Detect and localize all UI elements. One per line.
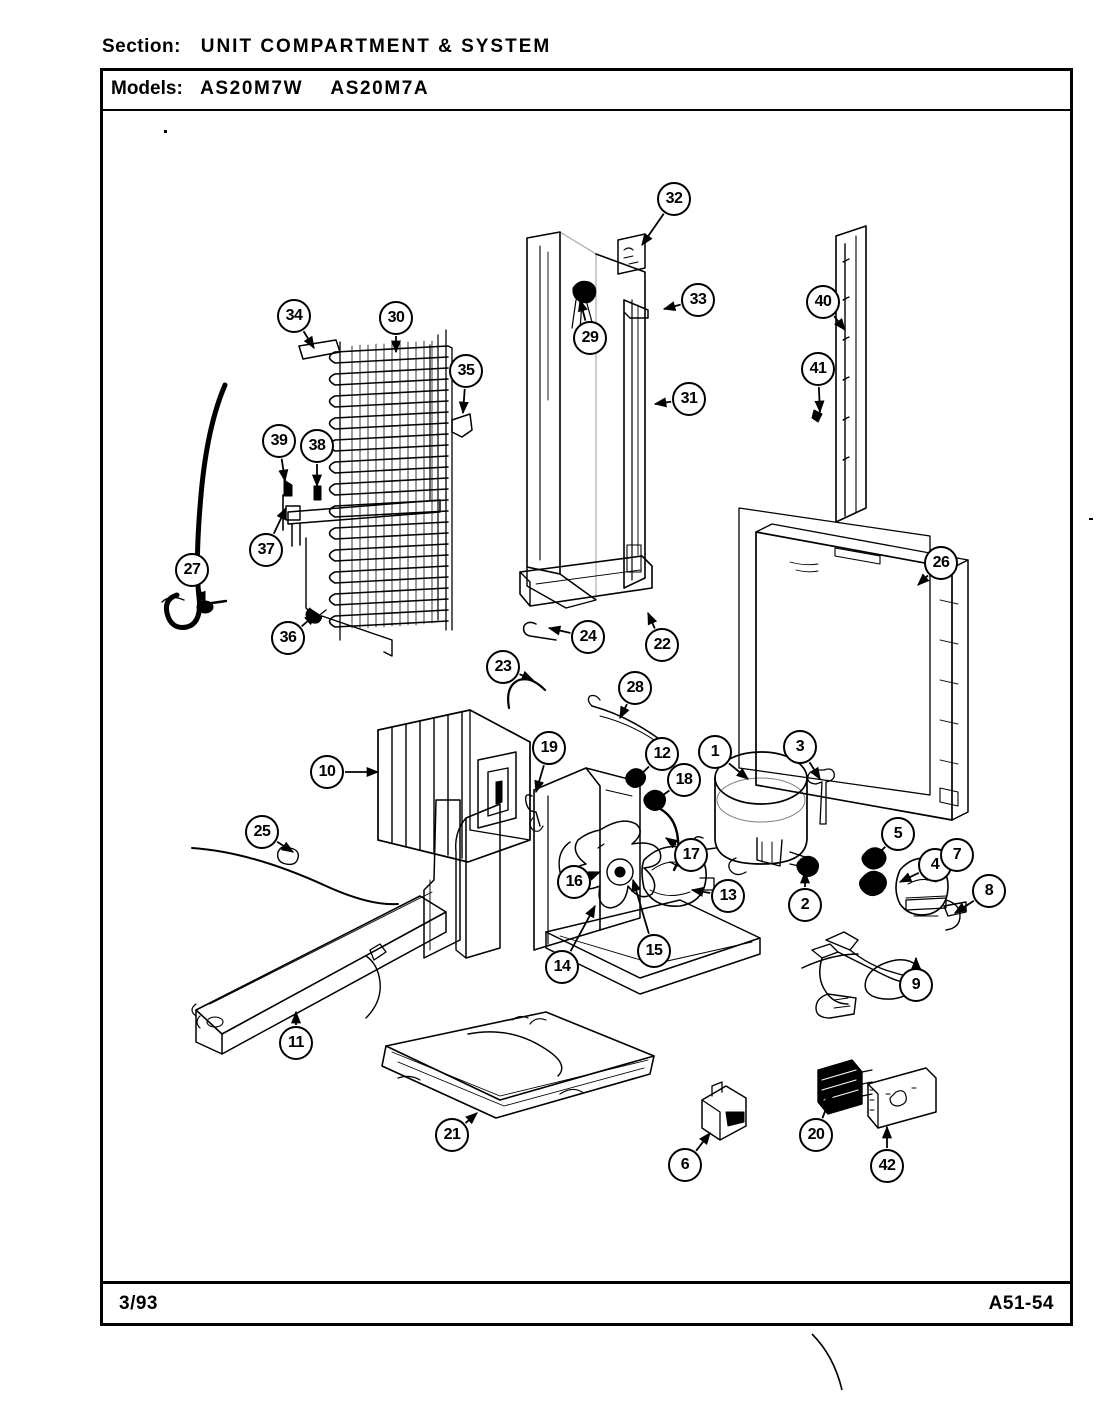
callout-38-coil-retainer-pin[interactable]: 38 [300, 429, 334, 463]
model-number-2: AS20M7A [330, 78, 430, 99]
callout-24-drain-fitting-screw[interactable]: 24 [571, 620, 605, 654]
callout-8-terminal-cover-clip[interactable]: 8 [972, 874, 1006, 908]
callout-41-trim-strip-fastener[interactable]: 41 [801, 352, 835, 386]
callout-40-side-trim-strip[interactable]: 40 [806, 285, 840, 319]
footer-date-code: 3/93 [119, 1293, 158, 1314]
callout-6-defrost-timer-switch[interactable]: 6 [668, 1148, 702, 1182]
callout-5-relay-grommet-upper[interactable]: 5 [881, 817, 915, 851]
section-label: Section: [102, 36, 181, 57]
footer-bar: 3/93 A51-54 [103, 1281, 1070, 1323]
callout-20-capacitor[interactable]: 20 [799, 1118, 833, 1152]
callout-42-cover-plate[interactable]: 42 [870, 1149, 904, 1183]
callout-22-rear-support-bracket[interactable]: 22 [645, 628, 679, 662]
scan-artifact-right [1089, 518, 1093, 520]
callout-15-motor-mount-bracket[interactable]: 15 [637, 934, 671, 968]
models-label: Models: [111, 78, 183, 99]
callout-7-relay-overload-cover[interactable]: 7 [940, 838, 974, 872]
callout-19-drain-tube-clip[interactable]: 19 [532, 731, 566, 765]
callout-36-coil-bracket-lower[interactable]: 36 [271, 621, 305, 655]
callout-27-condenser-drain-tube[interactable]: 27 [175, 553, 209, 587]
callout-12-mounting-grommet-upper[interactable]: 12 [645, 737, 679, 771]
callout-21-drain-pan[interactable]: 21 [435, 1118, 469, 1152]
callout-30-condenser-coil[interactable]: 30 [379, 301, 413, 335]
callout-2-compressor-grommet[interactable]: 2 [788, 888, 822, 922]
callout-17-discharge-tube[interactable]: 17 [674, 838, 708, 872]
callout-9-wiring-harness[interactable]: 9 [899, 968, 933, 1002]
callout-14-fan-blade[interactable]: 14 [545, 950, 579, 984]
callout-10-evaporator-coil[interactable]: 10 [310, 755, 344, 789]
callout-16-fan-shroud[interactable]: 16 [557, 865, 591, 899]
callout-34-coil-clip-upper[interactable]: 34 [277, 299, 311, 333]
callout-33-panel-mounting-tab[interactable]: 33 [681, 283, 715, 317]
footer-page-code: A51-54 [988, 1293, 1054, 1314]
callout-13-fan-motor[interactable]: 13 [711, 879, 745, 913]
callout-3-compressor-stud-bolt[interactable]: 3 [783, 730, 817, 764]
callout-28-suction-line[interactable]: 28 [618, 671, 652, 705]
diagram-frame: Models: AS20M7W AS20M7A 3/93 A51-54 [100, 68, 1073, 1326]
callout-32-terminal-block-plate[interactable]: 32 [657, 182, 691, 216]
callout-26-rear-access-panel[interactable]: 26 [924, 546, 958, 580]
callout-1-compressor[interactable]: 1 [698, 735, 732, 769]
callout-35-coil-clip-right[interactable]: 35 [449, 354, 483, 388]
section-header: Section: UNIT COMPARTMENT & SYSTEM [102, 36, 551, 58]
callout-11-front-base-rail[interactable]: 11 [279, 1026, 313, 1060]
callout-25-tube-clamp[interactable]: 25 [245, 815, 279, 849]
scan-artifact-left [164, 130, 167, 133]
callout-39-coil-retainer-clip[interactable]: 39 [262, 424, 296, 458]
callout-37-coil-support-bracket[interactable]: 37 [249, 533, 283, 567]
models-text: Models: AS20M7W AS20M7A [111, 78, 429, 100]
model-number-1: AS20M7W [200, 78, 304, 99]
models-bar: Models: AS20M7W AS20M7A [103, 71, 1070, 111]
callout-29-wire-connector-clip[interactable]: 29 [573, 321, 607, 355]
section-title: UNIT COMPARTMENT & SYSTEM [200, 36, 552, 57]
scan-artifact-curve [811, 1333, 843, 1391]
callout-18-mounting-grommet-lower[interactable]: 18 [667, 763, 701, 797]
callout-23-drain-hose-upper[interactable]: 23 [486, 650, 520, 684]
callout-31-rear-divider-panel[interactable]: 31 [672, 382, 706, 416]
